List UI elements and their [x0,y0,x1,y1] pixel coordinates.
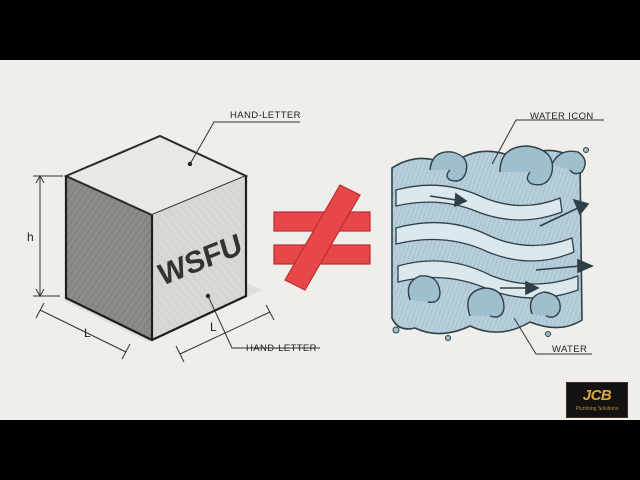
letterbox-bottom [0,420,640,480]
not-equal-slash [284,184,361,291]
cube-length-label-left: L [84,326,91,340]
illustration-canvas: WSFU h L L HAND-LETTER HAND-LETTER [0,60,640,420]
water-droplet [392,326,400,334]
cube-height-label: h [27,230,34,244]
water-droplet [445,335,451,341]
cube: WSFU [62,134,262,342]
label-water-top: WATER ICON [530,111,594,122]
water-flow-band-1 [395,184,563,221]
letterbox-top [0,0,640,60]
callout-line-cube-bottom [207,295,320,349]
flow-arrow-2 [539,207,579,227]
water-icon [391,145,595,341]
sketch-illustration: WSFU h L L HAND-LETTER HAND-LETTER [27,110,604,363]
label-water-bottom: WATER [552,344,587,355]
label-cube-top: HAND-LETTER [230,110,301,121]
label-cube-bottom: HAND-LETTER [246,343,317,354]
water-flow-band-2 [395,221,575,262]
wave-curl-3 [551,150,586,175]
wave-curl-1 [429,151,468,182]
not-equal-icon [273,184,371,291]
callout-line-cube-top [189,121,300,165]
flow-arrow-3 [535,265,581,271]
water-droplet [545,331,551,337]
water-droplet [583,147,589,153]
callout-line-water-bottom [513,317,592,355]
wave-curl-5 [467,287,505,318]
callout-line-water-top [491,119,604,165]
wave-curl-6 [529,291,561,318]
logo-mark: JCB [582,387,612,404]
cube-length-label-right: L [210,320,217,334]
wave-curl-4 [407,275,441,303]
logo-tagline: Plumbing Solutions [575,406,619,412]
jcb-logo: JCB Plumbing Solutions [566,382,628,418]
flow-arrow-1 [429,195,457,201]
wave-curl-2 [499,145,554,186]
